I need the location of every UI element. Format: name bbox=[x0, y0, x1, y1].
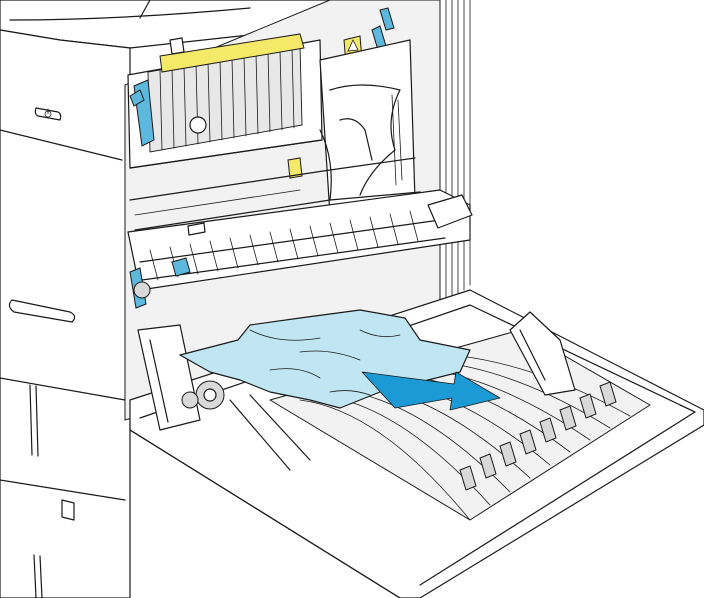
drive-gear bbox=[181, 380, 225, 410]
hot-surface-strip bbox=[159, 33, 305, 73]
warning-triangle-icon bbox=[347, 39, 359, 52]
power-button[interactable] bbox=[34, 107, 62, 121]
removal-arrow-icon bbox=[361, 371, 501, 411]
printer-housing bbox=[0, 0, 331, 598]
transfer-roller-bar bbox=[127, 189, 473, 291]
paper-path-mechanism bbox=[129, 39, 421, 231]
roller-latch-left[interactable] bbox=[129, 257, 191, 309]
fuser-latch-left[interactable] bbox=[129, 79, 155, 147]
fuser-assembly bbox=[127, 33, 323, 169]
